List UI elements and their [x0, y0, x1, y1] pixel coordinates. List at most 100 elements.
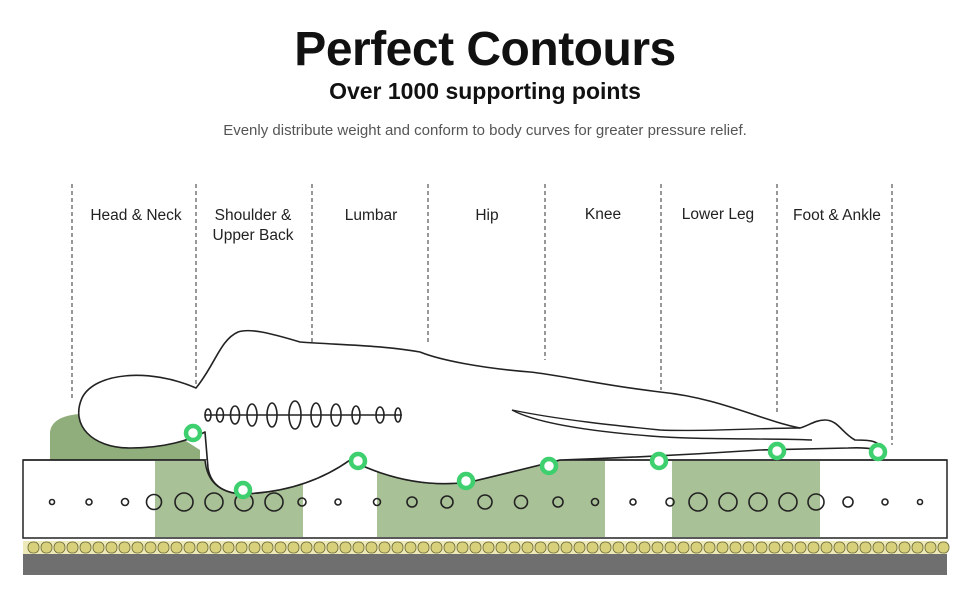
zone-label-lower-leg: Lower Leg — [681, 206, 755, 223]
mattress-hole — [590, 497, 600, 507]
coil-spring — [846, 541, 859, 554]
coil-spring — [79, 541, 92, 554]
zone-label-knee: Knee — [584, 206, 622, 223]
pressure-point-icon — [539, 456, 559, 476]
coil-spring — [781, 541, 794, 554]
coil-spring — [508, 541, 521, 554]
coil-spring — [859, 541, 872, 554]
page-subtitle: Over 1000 supporting points — [329, 78, 641, 104]
coil-spring — [157, 541, 170, 554]
coil-spring — [92, 541, 105, 554]
coil-spring — [534, 541, 547, 554]
pressure-point-icon — [183, 423, 203, 443]
coil-spring — [417, 541, 430, 554]
coil-spring — [170, 541, 183, 554]
spine-rings-icon — [204, 400, 402, 430]
coil-spring — [521, 541, 534, 554]
coil-spring — [872, 541, 885, 554]
zone-label-head-neck: Head & Neck — [90, 207, 182, 224]
coil-spring — [677, 541, 690, 554]
coil-spring — [560, 541, 573, 554]
coil-spring — [807, 541, 820, 554]
coil-spring — [66, 541, 79, 554]
mattress-hole — [204, 492, 224, 512]
coil-spring — [40, 541, 53, 554]
pressure-point-icon — [233, 480, 253, 500]
coil-spring — [898, 541, 911, 554]
coil-spring — [625, 541, 638, 554]
pressure-point-icon — [649, 451, 669, 471]
zone-dividers — [71, 184, 893, 445]
mattress-hole — [264, 492, 284, 512]
zone-label-hip: Hip — [475, 207, 499, 224]
coil-spring — [144, 541, 157, 554]
mattress-hole — [372, 497, 382, 507]
coil-spring — [209, 541, 222, 554]
mattress-hole — [629, 498, 637, 506]
coil-spring — [833, 541, 846, 554]
pressure-point-icon — [348, 451, 368, 471]
coil-spring — [755, 541, 768, 554]
coil-spring — [768, 541, 781, 554]
coil-spring — [118, 541, 131, 554]
mattress-hole — [297, 497, 307, 507]
coil-spring — [391, 541, 404, 554]
coil-spring — [274, 541, 287, 554]
page-title: Perfect Contours — [294, 23, 676, 76]
mattress-hole — [120, 497, 130, 507]
coil-spring — [599, 541, 612, 554]
coil-spring — [456, 541, 469, 554]
mattress-hole — [916, 498, 924, 506]
coil-spring — [690, 541, 703, 554]
coil-spring — [495, 541, 508, 554]
mattress-hole — [778, 492, 798, 512]
mattress-hole — [842, 496, 854, 508]
coil-spring — [820, 541, 833, 554]
support-zone-lower-leg — [672, 461, 820, 537]
coil-spring — [638, 541, 651, 554]
coil-spring — [573, 541, 586, 554]
mattress-hole — [807, 493, 825, 511]
mattress-hole — [440, 495, 454, 509]
coil-spring — [547, 541, 560, 554]
coil-spring — [430, 541, 443, 554]
coil-spring — [222, 541, 235, 554]
coil-spring — [339, 541, 352, 554]
coil-spring — [53, 541, 66, 554]
coil-spring — [612, 541, 625, 554]
coil-spring — [885, 541, 898, 554]
mattress-hole — [665, 497, 675, 507]
coil-spring — [703, 541, 716, 554]
page-description: Evenly distribute weight and conform to … — [223, 122, 747, 139]
body-arm-lower — [511, 409, 813, 441]
mattress-holes — [48, 492, 924, 512]
coil-spring — [261, 541, 274, 554]
mattress-hole — [881, 498, 889, 506]
zone-label-shoulder-upper-back: Shoulder & Upper Back — [212, 207, 294, 244]
mattress-hole — [174, 492, 194, 512]
coil-spring — [716, 541, 729, 554]
mattress-hole — [552, 496, 564, 508]
coil-spring — [729, 541, 742, 554]
coil-spring — [404, 541, 417, 554]
pressure-point-icon — [456, 471, 476, 491]
zone-label-foot-ankle: Foot & Ankle — [793, 207, 881, 224]
mattress-hole — [477, 494, 493, 510]
mattress-hole — [688, 492, 708, 512]
coil-spring — [378, 541, 391, 554]
coil-spring — [196, 541, 209, 554]
coil-spring — [365, 541, 378, 554]
coil-spring — [235, 541, 248, 554]
mattress-base — [23, 554, 947, 575]
mattress-hole — [406, 496, 418, 508]
zone-label-lumbar: Lumbar — [344, 207, 398, 224]
coil-spring — [131, 541, 144, 554]
coil-spring — [443, 541, 456, 554]
coil-spring — [664, 541, 677, 554]
coil-layer — [27, 541, 950, 554]
coil-spring — [586, 541, 599, 554]
coil-spring — [287, 541, 300, 554]
coil-spring — [469, 541, 482, 554]
coil-spring — [651, 541, 664, 554]
